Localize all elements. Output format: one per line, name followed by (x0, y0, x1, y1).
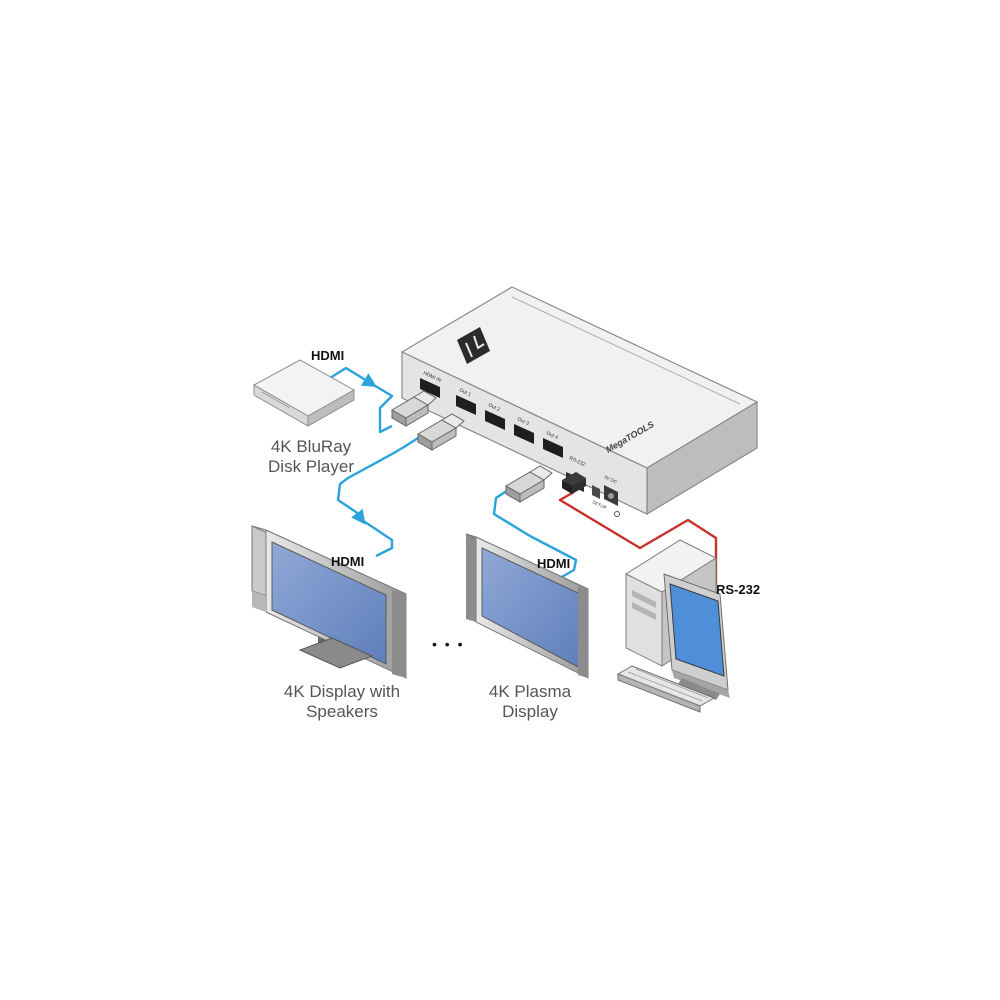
svg-text:Out 4: Out 4 (545, 430, 559, 441)
ellipsis: • • • (432, 636, 465, 652)
power-connector[interactable]: 5V DC (604, 474, 620, 517)
bluray-player (252, 359, 356, 427)
setup-button[interactable]: SETUP (592, 485, 608, 510)
svg-text:Out 2: Out 2 (487, 402, 501, 413)
svg-text:SETUP: SETUP (592, 499, 608, 510)
display2-label-line2: Display (502, 702, 558, 721)
display1-label-line2: Speakers (306, 702, 378, 721)
rs232-plug (562, 472, 586, 494)
hdmi-label-display2: HDMI (537, 556, 571, 571)
pc-computer (616, 539, 730, 713)
hdmi-cable-out1-display1 (336, 436, 419, 525)
out-4-port[interactable]: Out 4 (543, 430, 563, 458)
plasma-display (465, 533, 589, 679)
display1-label: 4K Display with Speakers (262, 682, 422, 722)
out-1-port[interactable]: Out 1 (456, 387, 476, 415)
display2-label-line1: 4K Plasma (488, 682, 572, 701)
display2-label: 4K Plasma Display (470, 682, 590, 722)
out-3-port[interactable]: Out 3 (514, 416, 534, 444)
display1-label-line1: 4K Display with (283, 682, 401, 701)
display-with-speakers (251, 525, 407, 679)
megatools-switcher: MegaTOOLS HDMI IN Out 1 Out 2 Out 3 Out … (400, 286, 759, 517)
hdmi-cable-bluray-in (329, 366, 377, 388)
bluray-label-line2: Disk Player (268, 457, 354, 476)
hdmi-label-display1: HDMI (331, 554, 365, 569)
svg-text:Out 3: Out 3 (516, 416, 530, 427)
rs232-label: RS-232 (716, 582, 761, 597)
hdmi-cable-out4-display2 (492, 489, 578, 580)
hdmi-cables (329, 366, 578, 580)
hdmi-plug-out4 (505, 465, 553, 503)
hdmi-plug-out1 (417, 413, 465, 451)
hdmi-label-bluray: HDMI (311, 348, 345, 363)
bluray-label-line1: 4K BluRay (270, 437, 352, 456)
bluray-label: 4K BluRay Disk Player (246, 437, 376, 477)
out-2-port[interactable]: Out 2 (485, 402, 505, 430)
hdmi-plug-in (391, 390, 437, 427)
kramer-logo-icon (457, 327, 490, 364)
svg-text:Out 1: Out 1 (458, 387, 472, 398)
svg-text:5V DC: 5V DC (604, 474, 619, 484)
